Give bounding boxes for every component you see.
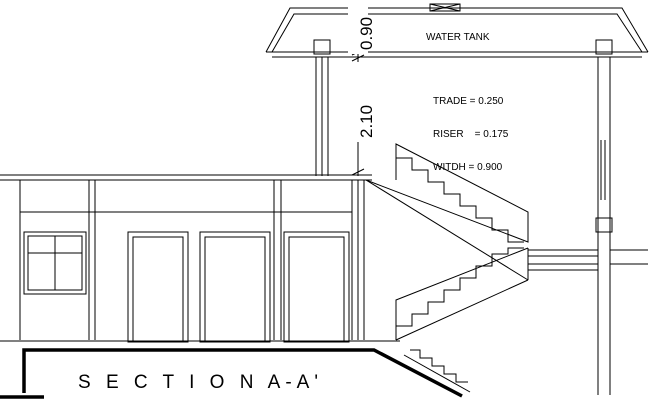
section-title: S E C T I O N A-A': [78, 372, 323, 393]
water-tank-label: WATER TANK: [426, 32, 490, 43]
dim-label-upper: 0.90: [357, 17, 376, 50]
dim-label-lower: 2.10: [357, 105, 376, 138]
stair-spec-notes: TRADE = 0.250 RISER = 0.175 WITDH = 0.90…: [433, 74, 508, 184]
section-title-frame: [0, 348, 463, 399]
doors: [127, 231, 350, 343]
landing: [528, 217, 648, 271]
water-tank-roof: [265, 3, 649, 58]
width-note: WITDH = 0.900: [433, 162, 503, 173]
staircase: [365, 143, 529, 393]
dimension-line: [348, 0, 368, 176]
tank-posts: [313, 39, 613, 395]
building-section: [0, 174, 400, 342]
trade-note: TRADE = 0.250: [433, 96, 504, 107]
riser-note: RISER = 0.175: [433, 129, 509, 140]
window: [23, 231, 87, 295]
